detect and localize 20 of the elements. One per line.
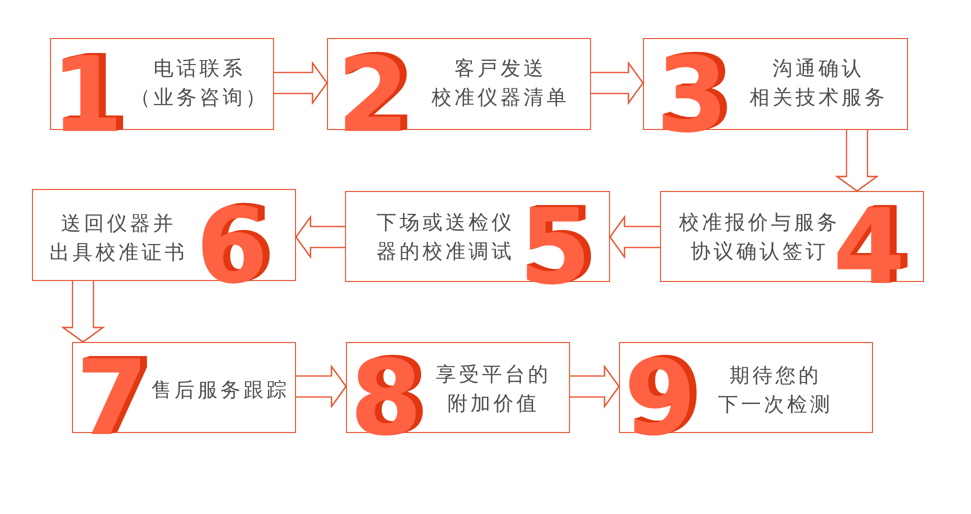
step-box xyxy=(660,191,924,282)
step-text: 售后服务跟踪 xyxy=(152,376,290,404)
step-text: 享受平台的附加价值 xyxy=(436,361,551,417)
step-text: 电话联系（业务咨询） xyxy=(130,55,268,111)
step-number: 1 xyxy=(50,55,124,136)
step-text: 客戸发送校准仪器清单 xyxy=(432,55,570,111)
step-text: 送回仪器并出具校准证书 xyxy=(50,210,188,266)
step-number: 2 xyxy=(336,55,410,136)
step-text: 期待您的下一次检测 xyxy=(718,362,833,418)
step-box xyxy=(50,38,274,130)
step-text: 沟通确认相关技术服务 xyxy=(750,55,888,111)
step-box xyxy=(327,38,591,130)
step-number: 6 xyxy=(196,206,268,286)
step-box xyxy=(72,342,296,433)
step-number: 5 xyxy=(518,207,592,288)
step-number: 9 xyxy=(624,358,696,438)
step-number: 8 xyxy=(350,358,422,438)
step-text: 下场或送检仪器的校准调试 xyxy=(376,209,514,265)
step-number: 7 xyxy=(76,358,148,438)
step-number: 3 xyxy=(656,55,728,136)
